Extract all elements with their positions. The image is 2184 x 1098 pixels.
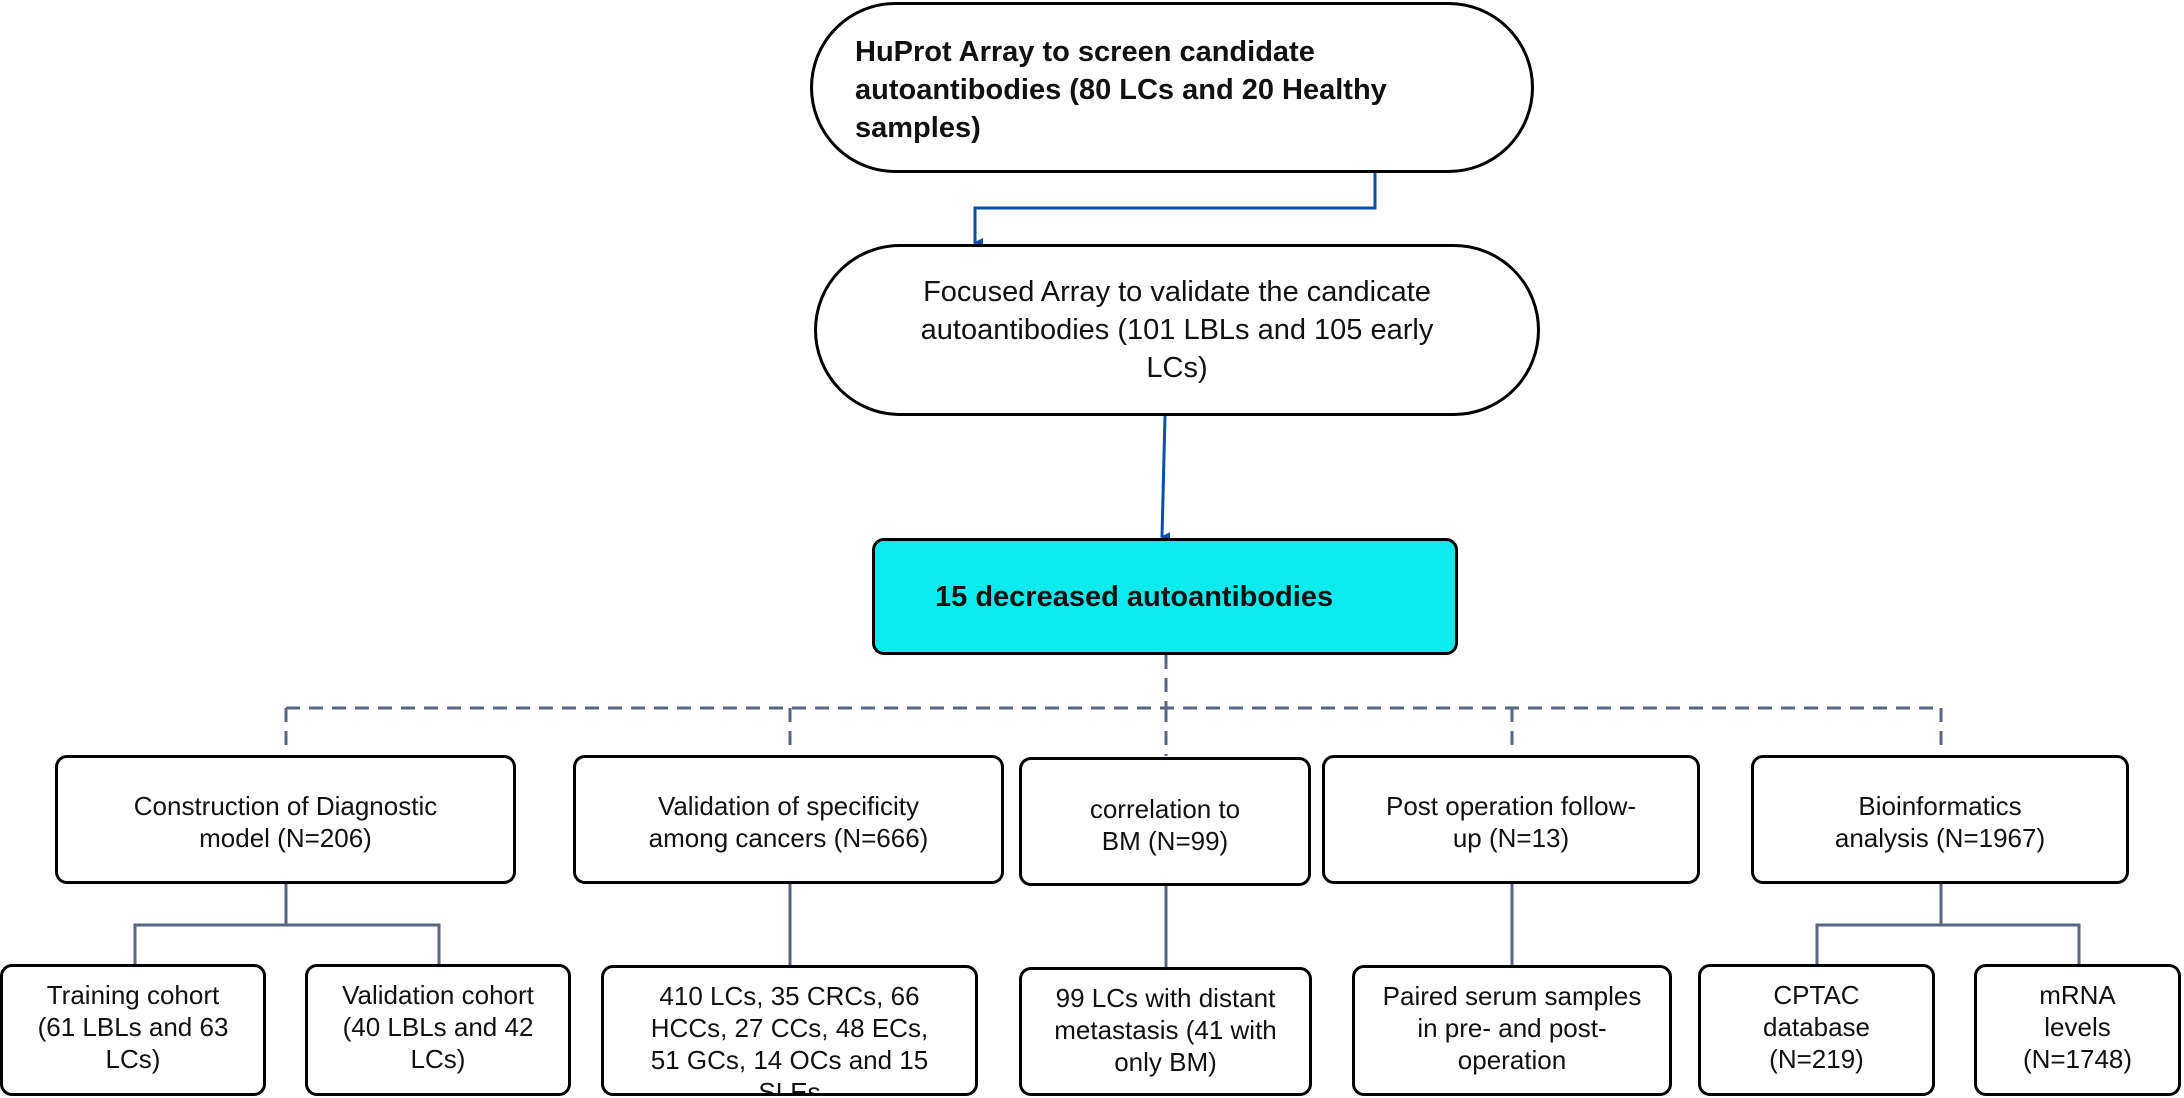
dashed-branches — [284, 655, 1943, 756]
bm-correlation-node: correlation to BM (N=99) — [1019, 757, 1311, 886]
focused-array-node: Focused Array to validate the candicate … — [814, 244, 1540, 416]
decreased-autoantibodies-node: 15 decreased autoantibodies — [872, 538, 1458, 655]
bm-correlation-label: correlation to BM (N=99) — [1089, 794, 1241, 856]
specificity-validation-label: Validation of specificity among cancers … — [648, 791, 929, 853]
distant-metastasis-label: 99 LCs with distant metastasis (41 with … — [1054, 983, 1277, 1077]
bioinformatics-label: Bioinformatics analysis (N=1967) — [1834, 791, 2046, 853]
diagnostic-model-node: Construction of Diagnostic model (N=206) — [55, 755, 516, 884]
decreased-autoantibodies-label: 15 decreased autoantibodies — [935, 580, 1334, 613]
bioinformatics-node: Bioinformatics analysis (N=1967) — [1751, 755, 2129, 884]
specificity-validation-node: Validation of specificity among cancers … — [573, 755, 1004, 884]
arrow-focused-to-decreased — [1160, 415, 1171, 543]
mrna-levels-label: mRNA levels (N=1748) — [2022, 980, 2133, 1074]
distant-metastasis-node: 99 LCs with distant metastasis (41 with … — [1019, 967, 1312, 1096]
arrow-huprot-to-focused — [973, 173, 1377, 248]
cptac-database-node: CPTAC database (N=219) — [1698, 964, 1935, 1096]
solid-branches — [133, 884, 2081, 967]
diagnostic-model-label: Construction of Diagnostic model (N=206) — [133, 791, 438, 853]
paired-serum-label: Paired serum samples in pre- and post- o… — [1382, 981, 1642, 1075]
mrna-levels-node: mRNA levels (N=1748) — [1974, 964, 2181, 1096]
validation-cohort-node: Validation cohort (40 LBLs and 42 LCs) — [305, 964, 571, 1096]
cancer-cohorts-node: 410 LCs, 35 CRCs, 66 HCCs, 27 CCs, 48 EC… — [601, 965, 978, 1096]
focused-array-label: Focused Array to validate the candicate … — [920, 276, 1434, 384]
training-cohort-label: Training cohort (61 LBLs and 63 LCs) — [37, 980, 229, 1074]
huprot-array-label: HuProt Array to screen candidate autoant… — [855, 36, 1387, 144]
validation-cohort-label: Validation cohort (40 LBLs and 42 LCs) — [342, 980, 534, 1074]
paired-serum-node: Paired serum samples in pre- and post- o… — [1352, 965, 1672, 1096]
post-operation-label: Post operation follow- up (N=13) — [1385, 791, 1637, 853]
training-cohort-node: Training cohort (61 LBLs and 63 LCs) — [0, 964, 266, 1096]
cptac-database-label: CPTAC database (N=219) — [1763, 980, 1870, 1074]
cancer-cohorts-label: 410 LCs, 35 CRCs, 66 HCCs, 27 CCs, 48 EC… — [650, 981, 929, 1096]
huprot-array-node: HuProt Array to screen candidate autoant… — [810, 2, 1534, 173]
post-operation-node: Post operation follow- up (N=13) — [1322, 755, 1700, 884]
